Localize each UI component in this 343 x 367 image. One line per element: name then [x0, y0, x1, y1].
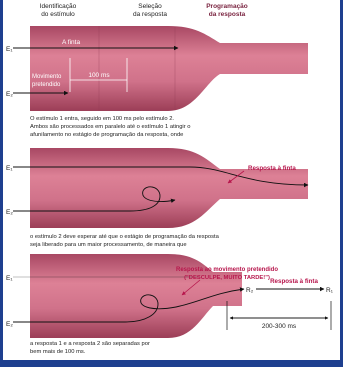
header-stage3-line1: Programação: [206, 3, 248, 10]
response-feint-label: Resposta à finta: [248, 165, 296, 172]
caption-2-line2: seja liberado para um maior processament…: [30, 242, 187, 248]
stimulus-e2-label: E₂: [6, 91, 13, 98]
header-stage2-line2: da resposta: [133, 11, 167, 18]
stimulus-e1-label: E₁: [6, 165, 13, 172]
intended-movement-label-1: Movimento: [32, 74, 62, 80]
caption-1-line2: Ambos são processados em paralelo até o …: [30, 124, 190, 130]
stimulus-e2-label: E₂: [6, 209, 13, 216]
delay-label: 100 ms: [88, 72, 110, 79]
intended-response-label-2: ("DESCULPE, MUITO TARDE!"): [184, 275, 270, 281]
caption-2-line1: o estímulo 2 deve esperar até que o está…: [30, 234, 220, 240]
response-r1-label: R₁: [326, 287, 334, 294]
stimulus-e2-label: E₂: [6, 321, 13, 328]
intended-movement-label-2: pretendido: [32, 82, 61, 88]
feint-response-label: Resposta à finta: [270, 278, 318, 285]
header-stage2-line1: Seleção: [138, 3, 162, 10]
header-stage3-line2: da resposta: [209, 11, 246, 18]
header-stage1-line2: do estímulo: [41, 11, 75, 18]
stimulus-e1-label: E₁: [6, 46, 13, 53]
stage-headers: Identificação do estímulo Seleção da res…: [40, 3, 248, 18]
response-r2-label: R₂: [246, 287, 254, 294]
caption-3-line1: a resposta 1 e a resposta 2 são separada…: [30, 341, 150, 347]
interval-label: 200-300 ms: [262, 323, 297, 330]
feint-label: A finta: [62, 39, 80, 46]
caption-3-line2: bem mais de 100 ms.: [30, 349, 86, 355]
caption-1-line1: O estímulo 1 entra, seguido em 100 ms pe…: [30, 116, 174, 122]
intended-response-label-1: Resposta ao movimento pretendido: [176, 267, 278, 273]
stimulus-e1-label: E₁: [6, 275, 13, 282]
caption-1-line3: afunilamento no estágio de programação d…: [30, 132, 183, 138]
header-stage1-line1: Identificação: [40, 3, 77, 10]
